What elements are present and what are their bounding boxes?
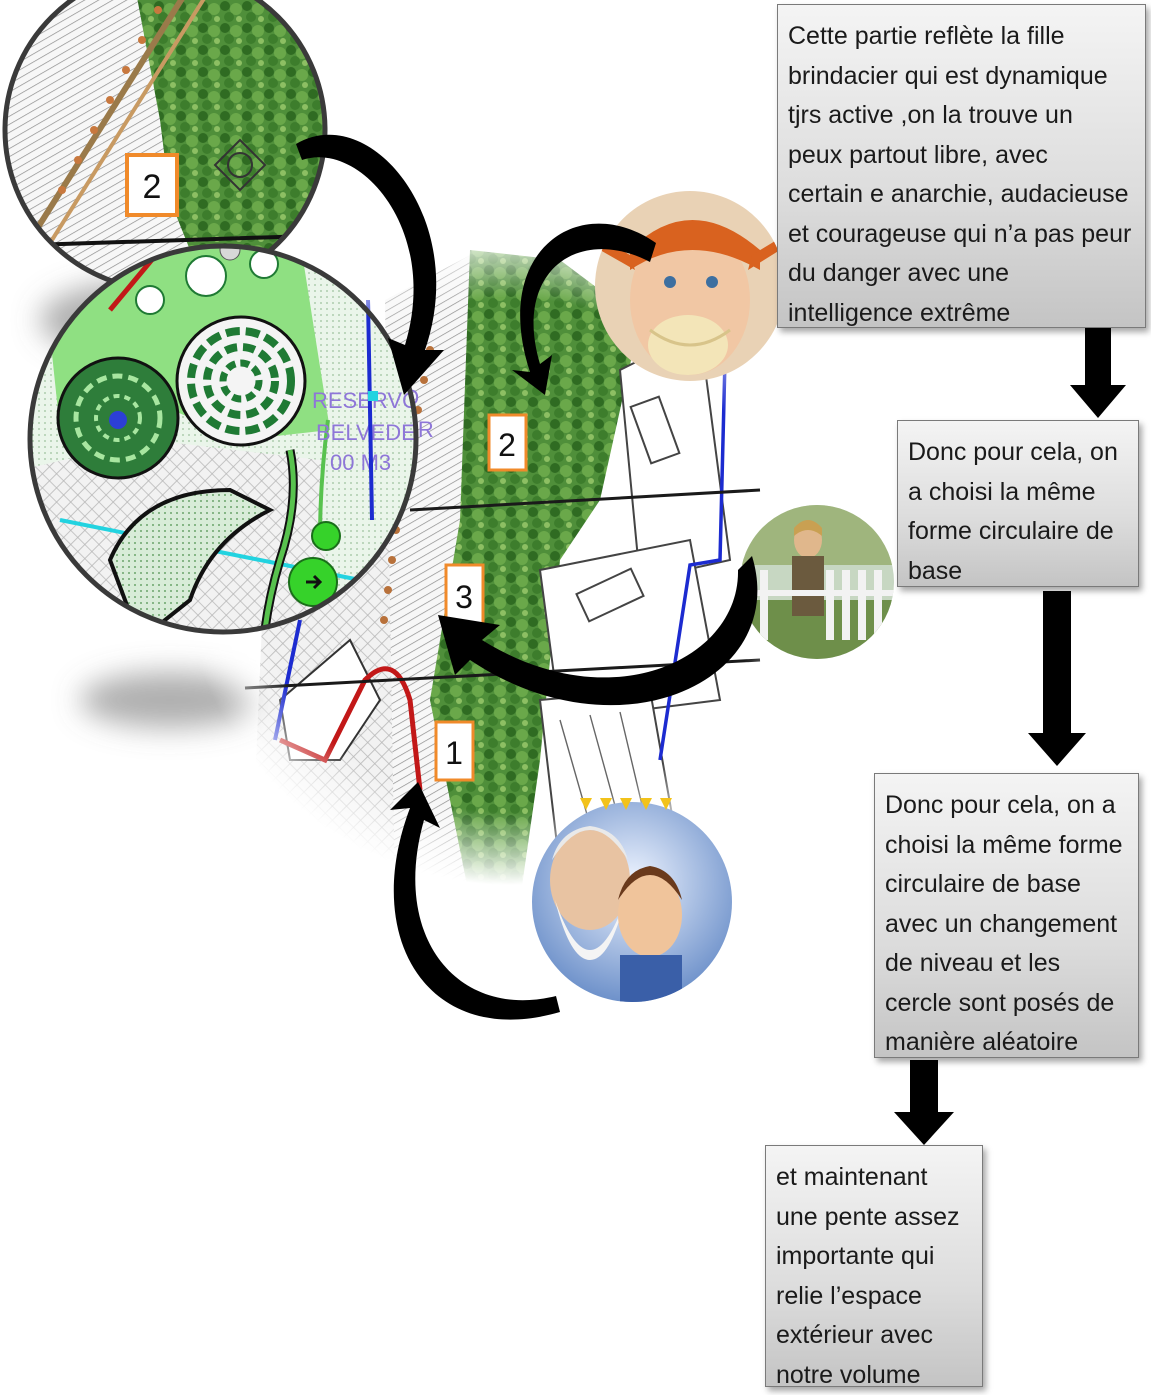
svg-text:3: 3: [455, 579, 473, 615]
svg-text:2: 2: [143, 168, 162, 206]
photo-pippi-longstocking: [595, 191, 785, 381]
inset-garden-detail: RESERVO BELVEDER 00 M3: [27, 243, 432, 635]
inset-label-reservoir: RESERVO: [312, 388, 419, 413]
note-circular-form: Donc pour cela, on a choisi la même form…: [897, 420, 1139, 587]
down-arrow-2: [1028, 591, 1086, 766]
inset-zone-badge-2: 2: [125, 153, 179, 217]
note-level-change: Donc pour cela, on a choisi la même form…: [874, 773, 1139, 1058]
down-arrows: [894, 282, 1126, 1145]
svg-text:2: 2: [498, 427, 516, 463]
down-arrow-1: [1070, 282, 1126, 418]
arrow-photo-to-zone-1: [390, 782, 560, 1020]
inset-label-volume: 00 M3: [330, 450, 391, 475]
inset-zone-2-zoom: [2, 0, 328, 293]
down-arrow-3: [894, 1060, 954, 1145]
note-slope: et maintenant une pente assez importante…: [765, 1145, 983, 1389]
arrow-boy-to-zone-3: [438, 556, 758, 706]
inset-label-belvedere: BELVEDER: [316, 420, 432, 445]
svg-text:1: 1: [445, 735, 463, 771]
zone-badge-3: 3: [444, 563, 485, 627]
arrow-top-inset-to-plan: [296, 134, 444, 396]
photo-old-man-and-child: [532, 798, 732, 1002]
zone-badge-1: 1: [434, 720, 475, 782]
curved-arrows: [296, 134, 758, 1020]
note-pippi-description: Cette partie reflète la fille brindacier…: [777, 4, 1146, 328]
arrow-pippi-to-zone-2: [512, 223, 656, 395]
zone-badge-2: 2: [487, 413, 528, 472]
